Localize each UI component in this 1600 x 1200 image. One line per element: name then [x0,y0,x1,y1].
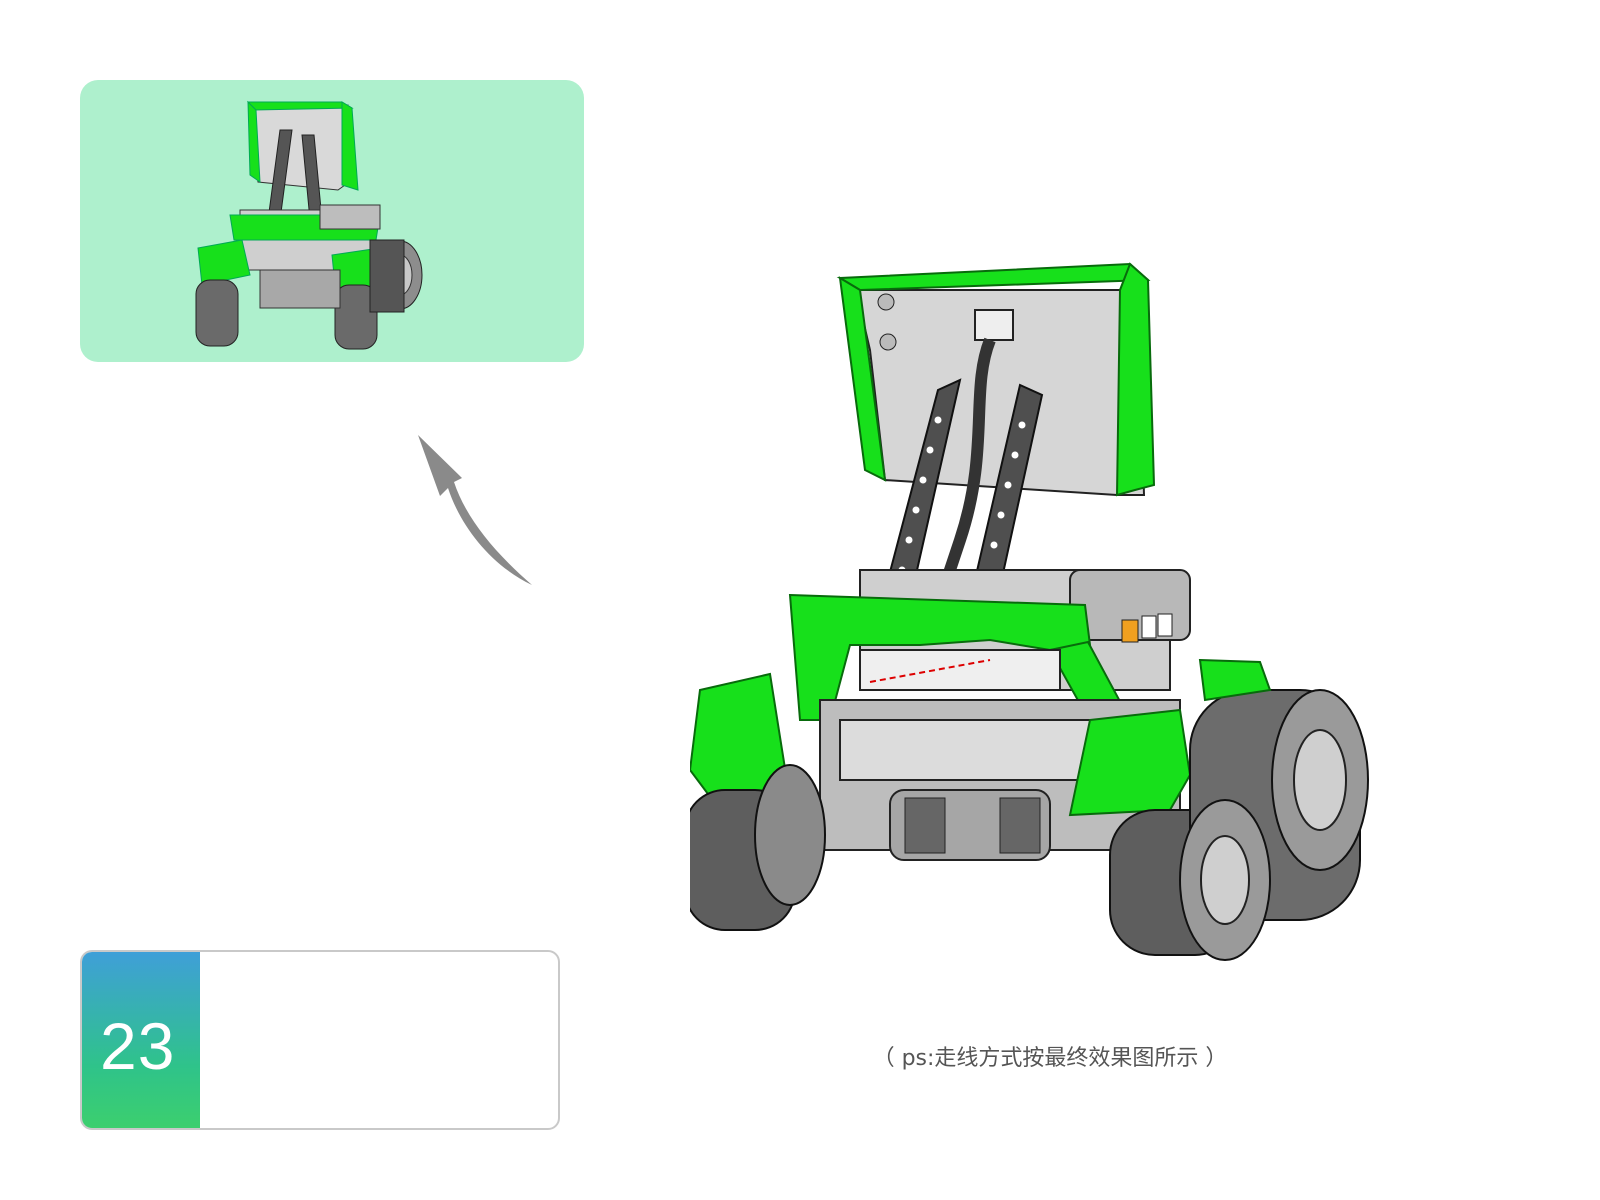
wiring-note-caption: （ ps:走线方式按最终效果图所示 ） [872,1046,1228,1071]
step-badge: 23 [82,952,200,1128]
curved-arrow-up-left-icon [418,435,532,585]
step-number: 23 [100,1009,176,1083]
step-box: 23 [80,950,560,1130]
robot-tank-assembly-illustration [690,262,1369,961]
robot-tank-preview-illustration [195,100,423,350]
preview-panel [80,80,584,362]
